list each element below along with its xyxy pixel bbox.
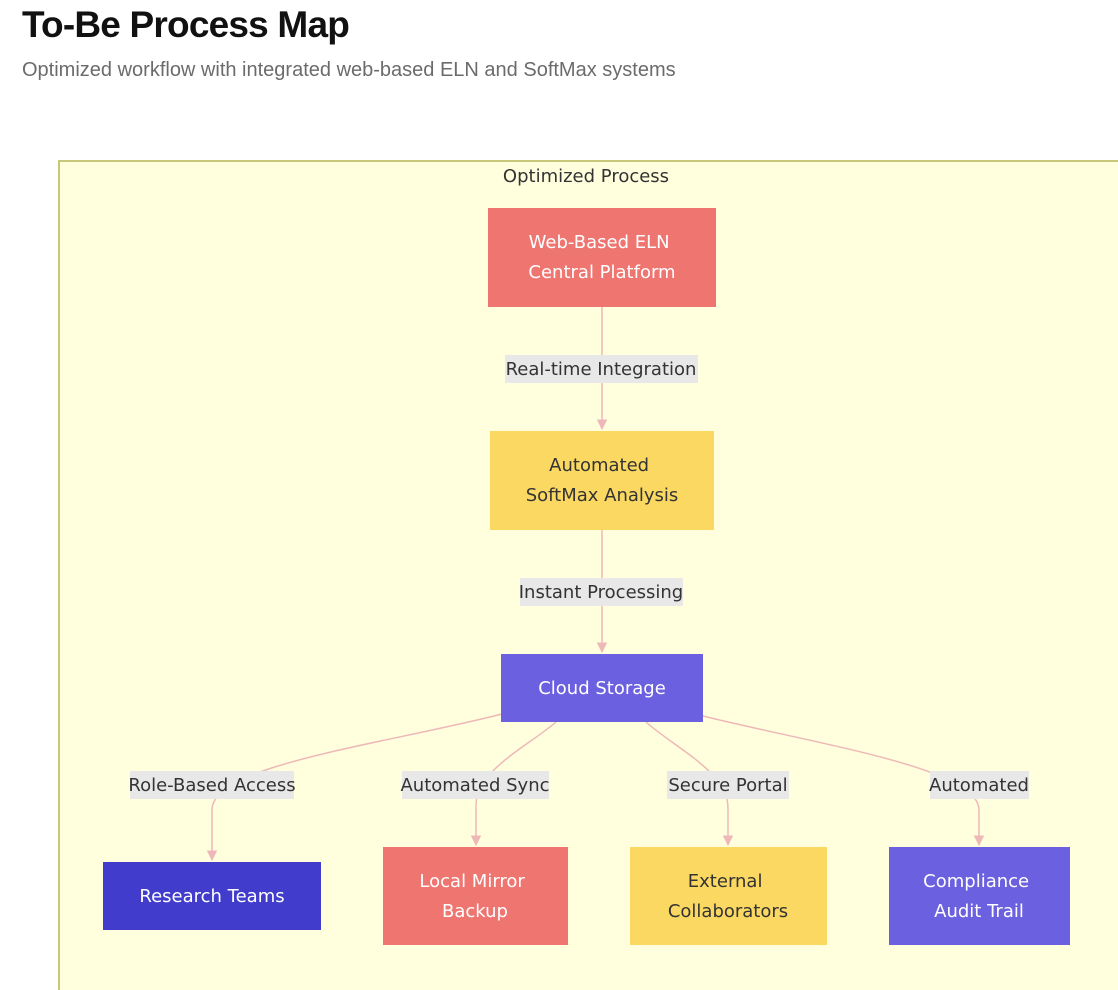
edge-cloud-compliance (702, 715, 985, 847)
svg-text:Cloud Storage: Cloud Storage (538, 678, 666, 699)
svg-text:Secure Portal: Secure Portal (668, 775, 787, 796)
svg-text:Automated SoftMax Anal: Automated SoftMax Analysis (526, 455, 679, 506)
node-web-based-eln[interactable]: Web-Based ELN Central Platform (488, 208, 716, 307)
edge-cloud-external (645, 721, 734, 847)
edge-label-automated-sync: Automated Sync (400, 771, 550, 799)
edge-label-automated: Automated (929, 771, 1029, 799)
node-research-teams[interactable]: Research Teams (103, 862, 321, 930)
node-compliance-audit-trail[interactable]: Compliance Audit Trail (889, 847, 1070, 945)
svg-text:Role-Based Access: Role-Based Access (128, 775, 295, 796)
edge-label-secure-portal: Secure Portal (667, 771, 789, 799)
svg-text:External Collaborators: External Collaborators (668, 871, 788, 922)
edge-label-role-based-access: Role-Based Access (128, 771, 296, 799)
group-label: Optimized Process (503, 166, 669, 187)
page-title: To-Be Process Map (22, 4, 350, 45)
edge-label-real-time-integration: Real-time Integration (505, 355, 698, 383)
svg-text:Automated: Automated (929, 775, 1029, 796)
svg-text:Compliance Audit Trail: Compliance Audit Trail (923, 871, 1035, 922)
node-local-mirror-backup[interactable]: Local Mirror Backup (383, 847, 568, 945)
node-cloud-storage[interactable]: Cloud Storage (501, 654, 703, 722)
svg-text:Automated Sync: Automated Sync (400, 775, 549, 796)
node-external-collaborators[interactable]: External Collaborators (630, 847, 827, 945)
edge-label-instant-processing: Instant Processing (519, 578, 684, 606)
svg-text:Web-Based ELN Central: Web-Based ELN Central Platform (528, 232, 675, 283)
node-softmax-analysis[interactable]: Automated SoftMax Analysis (490, 431, 714, 530)
svg-text:Instant Processing: Instant Processing (519, 582, 684, 603)
edge-cloud-mirror (470, 721, 557, 847)
svg-text:Research Teams: Research Teams (139, 886, 284, 907)
svg-text:Local Mirror Backup: Local Mirror Backup (419, 871, 530, 922)
svg-text:Real-time Integration: Real-time Integration (506, 359, 697, 380)
page-subtitle: Optimized workflow with integrated web-b… (22, 59, 676, 81)
